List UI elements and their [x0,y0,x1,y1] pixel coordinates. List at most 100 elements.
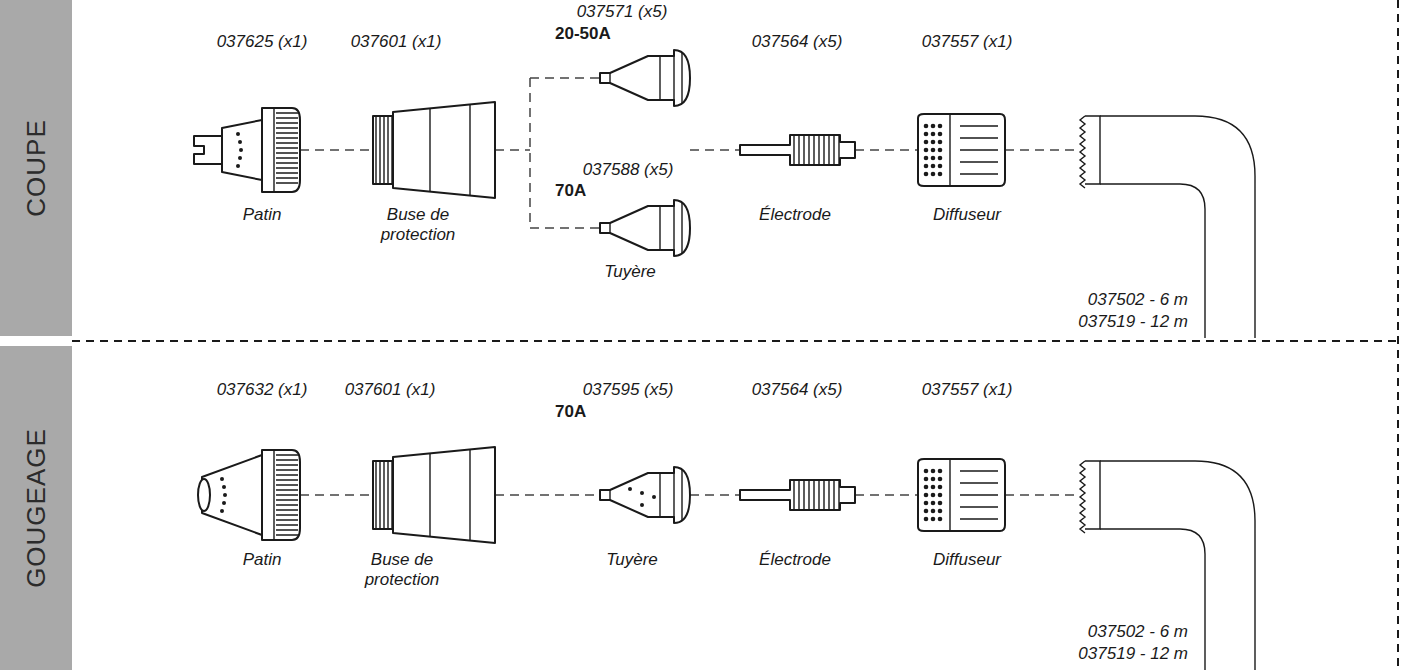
part-name: Électrode [759,550,831,570]
diffuser-hole [931,501,936,506]
section-title: COUPE [21,119,52,216]
nozzle-detail [610,50,682,106]
diffuser-hole [924,132,929,137]
knurling [274,108,298,192]
diffuser-hole [924,517,929,522]
diffuser-hole [938,517,943,522]
assembly-axis [495,149,530,151]
cable-thread [1085,116,1100,184]
diffuser-hole [931,148,936,153]
assembly-axis [530,227,600,229]
part-name: Buse de protection [352,550,452,590]
nozzle-hole [628,487,632,491]
diffuser-hole [924,493,929,498]
frame-edge [1397,0,1399,670]
cable-length: 037502 - 6 m [1088,290,1188,310]
diffuser-hole [924,140,929,145]
tip-hole [239,148,243,152]
electrode-shape [740,135,855,165]
tip-hole [236,164,240,168]
part-number: 037564 (x5) [752,380,843,400]
cable-length: 037502 - 6 m [1088,622,1188,642]
diffuser-hole [938,501,943,506]
part-name: Électrode [759,205,831,225]
diffuser-hole [924,469,929,474]
diffuser-hole [931,124,936,129]
nozzle-hole [640,491,644,495]
diffuser-hole [931,509,936,514]
electrode-shape [740,480,855,510]
tip-hole [222,501,226,505]
knurling [274,450,298,540]
drag-tip-nose [194,136,222,164]
diffuser-hole [924,156,929,161]
diffuser-hole [931,132,936,137]
current-rating: 70A [555,181,586,201]
assembly-axis [1005,494,1080,496]
assembly-axis [855,494,918,496]
tip-hole [222,485,226,489]
part-name: Diffuseur [933,550,1001,570]
part-name: Buse de protection [368,205,468,245]
diffuser-hole [924,124,929,129]
cap-body [262,108,300,192]
part-number: 037571 (x5) [577,2,668,22]
current-rating: 70A [555,402,586,422]
part-number: 037632 (x1) [217,380,308,400]
section-title: GOUGEAGE [21,428,52,588]
shield-body [393,102,495,198]
part-number: 037557 (x1) [922,380,1013,400]
part-number: 037625 (x1) [217,32,308,52]
current-rating: 20-50A [555,24,611,44]
cable-length: 037519 - 12 m [1078,312,1188,332]
assembly-axis [495,494,600,496]
nozzle-detail [610,467,682,523]
diffuser-hole [938,477,943,482]
gouging-orifice [198,479,210,511]
assembly-axis [300,494,373,496]
cable-length: 037519 - 12 m [1078,644,1188,664]
diffuser-hole [938,148,943,153]
assembly-axis [855,149,918,151]
part-name: Diffuseur [933,205,1001,225]
diffuser-hole [938,509,943,514]
electrode-thread [794,135,839,165]
diffuser-hole [931,156,936,161]
diffuser-hole [924,501,929,506]
diffuser-body [918,459,1005,531]
part-number: 037564 (x5) [752,32,843,52]
diffuser-hole [938,485,943,490]
diffuser-hole [924,509,929,514]
nozzle-hole [652,495,656,499]
part-name: Patin [243,550,282,570]
nozzle-detail [610,200,682,256]
shield-detail [376,104,470,196]
diffuser-slot [950,114,998,186]
diffuser-hole [931,517,936,522]
cable-thread [1080,461,1085,533]
diffuser-hole [938,132,943,137]
diffuser-hole [924,172,929,177]
gouging-set [198,447,1255,670]
diffuser-hole [931,164,936,169]
cap-body [262,450,300,540]
diffuser-hole [924,477,929,482]
part-name: Patin [243,205,282,225]
diffuser-hole [931,140,936,145]
cutting-set [194,50,1255,338]
tip-hole [220,477,224,481]
diffuser-hole [931,469,936,474]
diffuser-hole [938,164,943,169]
assembly-axis [300,149,373,151]
tip-hole [238,140,242,144]
assembly-axis [690,494,740,496]
part-name: Tuyère [606,550,658,570]
part-number: 037557 (x1) [922,32,1013,52]
diffuser-hole [931,485,936,490]
row-separator [72,340,1398,342]
diffuser-hole [938,493,943,498]
electrode-thread [794,480,839,510]
diffuser-hole [938,469,943,474]
